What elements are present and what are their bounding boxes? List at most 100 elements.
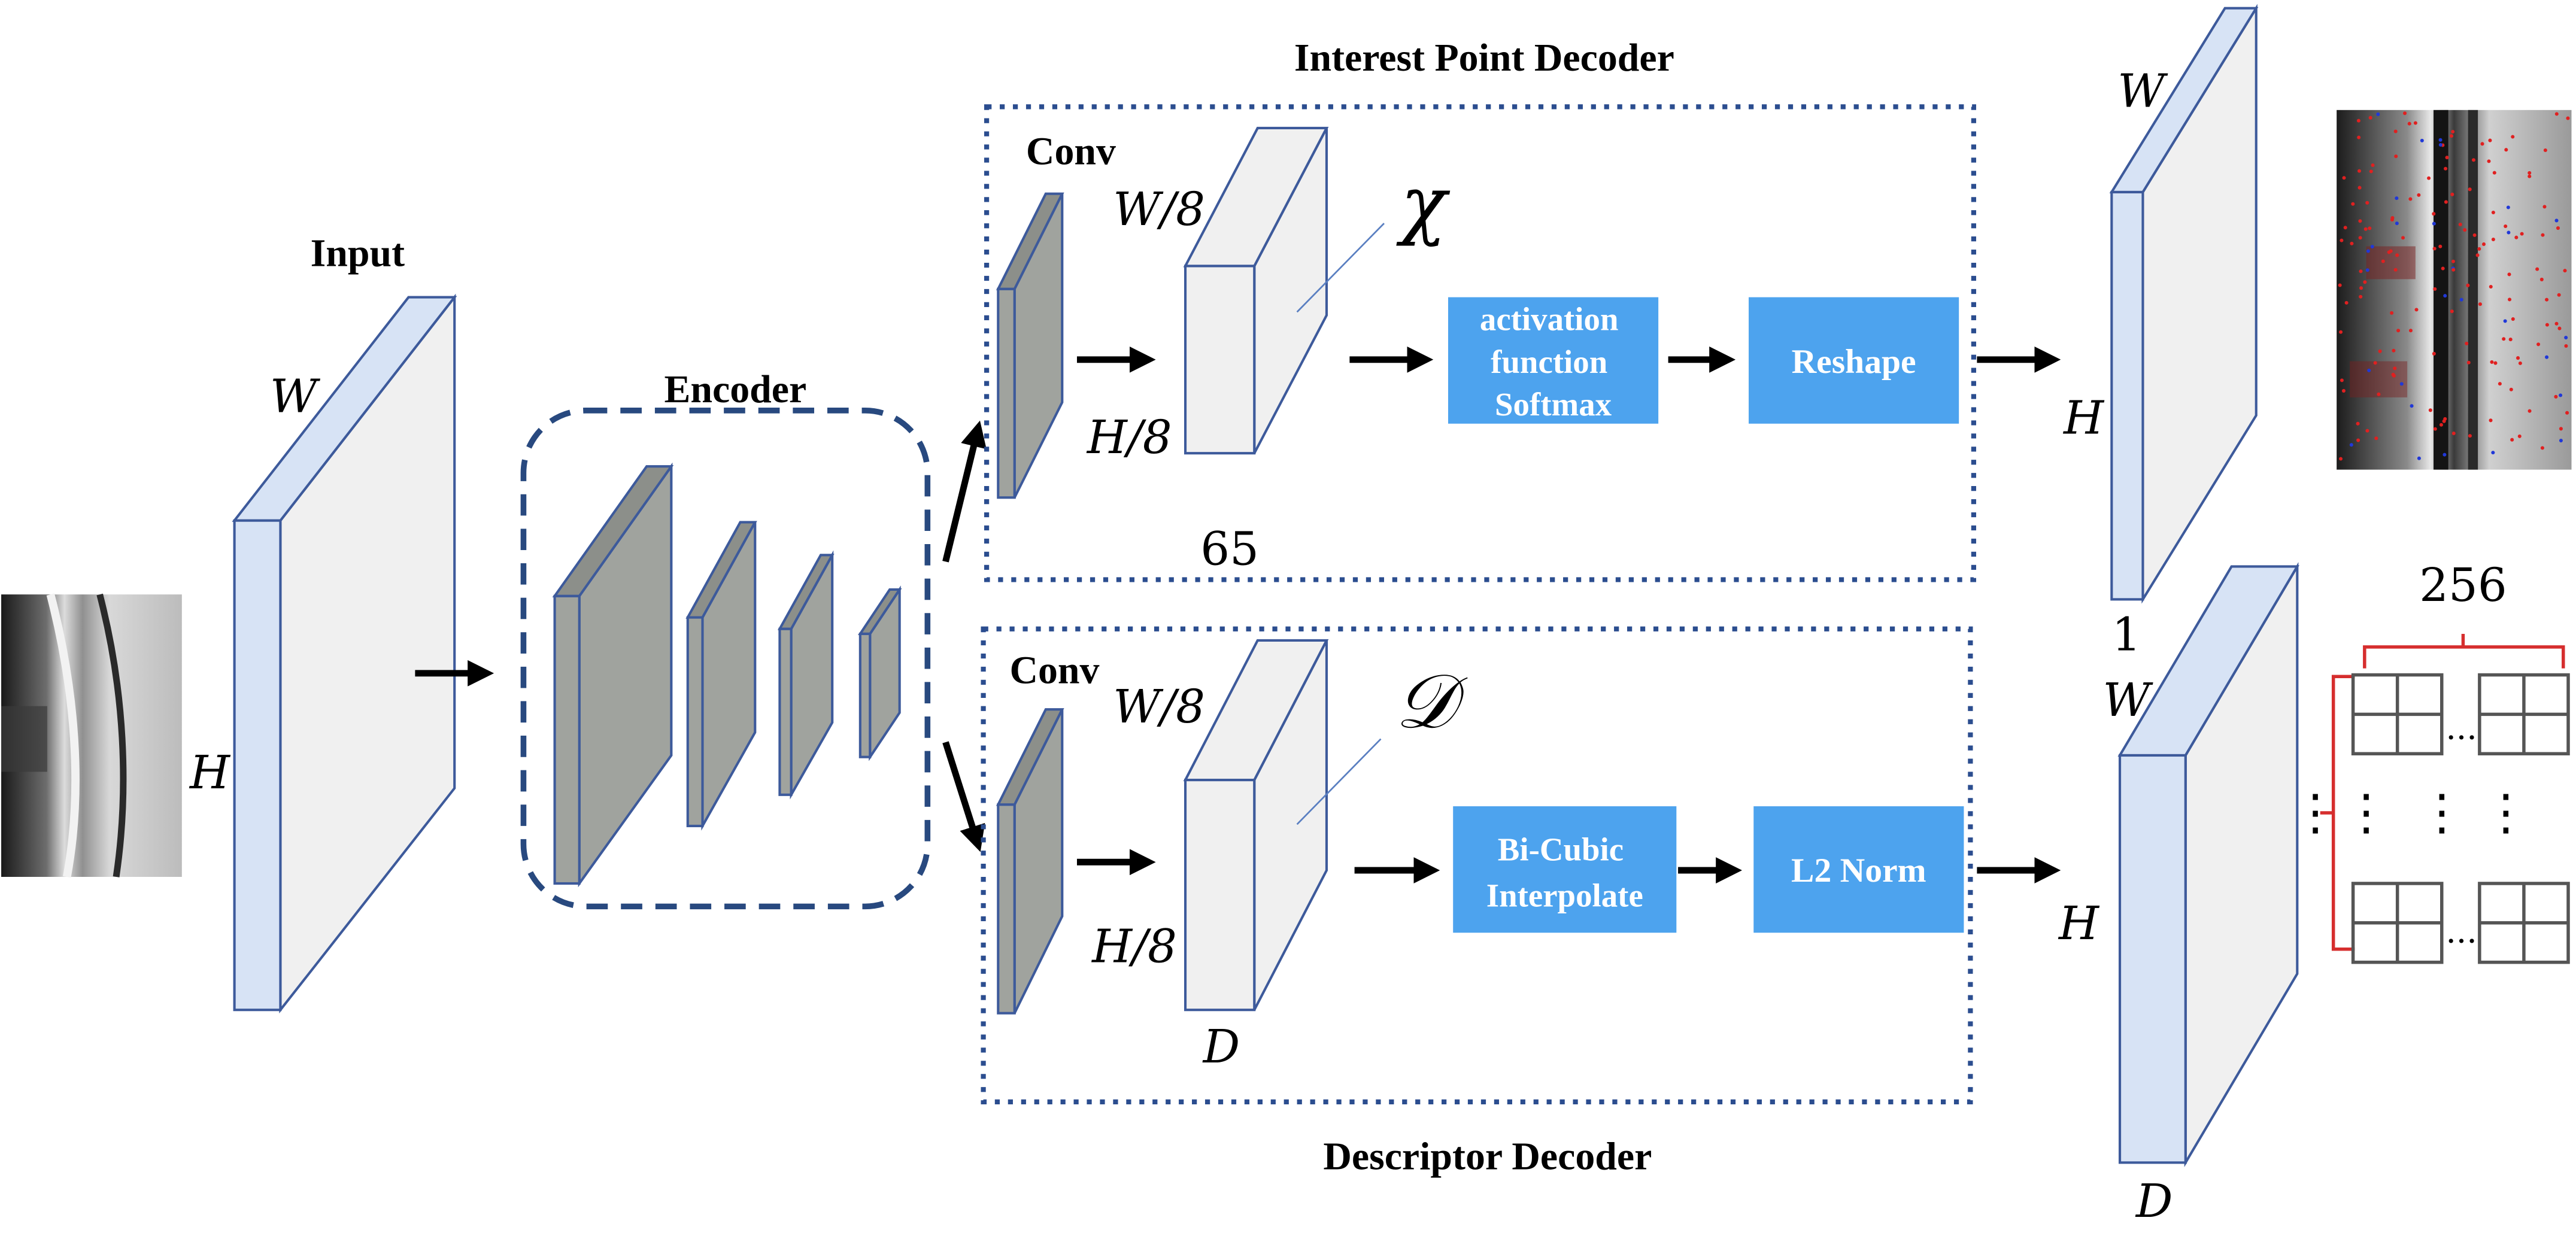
keypoint-dot: [2368, 226, 2372, 230]
heatmap-height-label: H: [2062, 391, 2105, 445]
descriptor-decoder-title: Descriptor Decoder: [1323, 1134, 1652, 1178]
keypoint-dot: [2350, 241, 2354, 245]
encoder-box: [520, 408, 931, 910]
keypoint-dot: [2554, 321, 2559, 326]
keypoint-dot: [2392, 348, 2396, 353]
keypoint-dot: [2508, 297, 2512, 302]
keypoint-dot: [2365, 429, 2369, 433]
keypoint-dot: [2343, 226, 2347, 230]
keypoint-dot: [2438, 244, 2443, 248]
keypoint-dot: [2357, 135, 2361, 139]
keypoint-dot: [2563, 269, 2567, 273]
keypoint-dot: [2504, 148, 2508, 152]
encoder-title: Encoder: [664, 368, 806, 411]
keypoint-dot: [2433, 427, 2437, 431]
keypoint-dot: [2480, 142, 2484, 146]
keypoint-dot: [2399, 382, 2404, 386]
interest-conv-layer: [996, 192, 1064, 499]
l2-norm-box: L2 Norm: [1753, 806, 1964, 933]
keypoint-dot: [2365, 201, 2369, 205]
keypoint-dot: [2395, 253, 2399, 257]
keypoint-dot: [2349, 443, 2353, 447]
keypoint-dot: [2450, 309, 2454, 314]
keypoint-dot: [2344, 300, 2349, 305]
keypoint-dot: [2432, 212, 2436, 216]
keypoint-dot: [2408, 329, 2413, 333]
interp-line-1: Bi-Cubic: [1498, 831, 1624, 868]
descriptor-tensor-box: [1183, 639, 1329, 1012]
descriptor-output-slab: [2117, 561, 2299, 1167]
keypoint-dot: [2358, 236, 2362, 240]
keypoint-dot: [2564, 336, 2568, 340]
keypoint-dot: [2506, 205, 2510, 209]
keypoint-dot: [2466, 360, 2471, 365]
keypoint-dot: [2374, 436, 2378, 441]
input-width-label: W: [270, 371, 321, 424]
keypoint-dot: [2341, 388, 2346, 393]
keypoint-dot: [2356, 119, 2360, 123]
descriptor-conv-layer: [996, 708, 1064, 1015]
interest-symbol-leader: [1296, 223, 1385, 313]
keypoint-dot: [2363, 227, 2368, 231]
keypoint-dot: [2413, 121, 2417, 125]
keypoint-dot: [2451, 130, 2455, 134]
keypoint-dot: [2441, 266, 2445, 271]
keypoint-dot: [2536, 342, 2541, 347]
keypoint-dot: [2487, 159, 2491, 163]
keypoint-dot: [2351, 202, 2355, 206]
keypoint-dot: [2363, 280, 2367, 284]
keypoint-dot: [2491, 210, 2495, 215]
keypoint-dot: [2463, 228, 2467, 232]
keypoint-dot: [2504, 224, 2508, 229]
keypoint-dot: [2565, 411, 2569, 415]
keypoint-dot: [2428, 408, 2432, 412]
keypoint-dot: [2371, 163, 2375, 168]
keypoint-dot: [2403, 111, 2407, 116]
descriptor-out-depth-label: D: [2135, 1175, 2173, 1228]
keypoint-dot: [2393, 129, 2398, 133]
descriptor-vdots-3: ⋮: [2417, 784, 2466, 841]
keypoint-dot: [2556, 226, 2560, 230]
keypoint-dot: [2520, 232, 2524, 236]
encoder-layer-1: [552, 462, 674, 888]
keypoint-dot: [2368, 116, 2372, 120]
descriptor-h8-label: H/8: [1091, 921, 1177, 974]
keypoint-dot: [2417, 456, 2421, 460]
keypoint-dot: [2542, 205, 2547, 209]
keypoint-dot: [2557, 326, 2562, 330]
keypoint-dot: [2451, 431, 2456, 436]
descriptor-cell-bottom-left: [2351, 882, 2444, 964]
keypoint-dot: [2541, 233, 2545, 237]
input-image: [1, 593, 182, 878]
encoder-layer-3: [777, 550, 835, 800]
keypoint-dot: [2376, 112, 2380, 116]
keypoint-dot: [2543, 148, 2547, 153]
activation-line-3: Softmax: [1495, 386, 1612, 423]
encoder-layer-2: [685, 521, 757, 831]
keypoint-dot: [2465, 341, 2469, 345]
interest-w8-label: W/8: [1113, 183, 1205, 236]
keypoint-dot: [2510, 438, 2514, 442]
keypoint-dot: [2342, 176, 2346, 180]
keypoint-dot: [2417, 193, 2421, 197]
input-title: Input: [311, 231, 405, 275]
keypoint-dot: [2432, 221, 2436, 226]
reshape-box: Reshape: [1749, 297, 1959, 424]
keypoint-dot: [2545, 355, 2549, 359]
encoder-to-interest-arrow: [942, 420, 987, 563]
keypoint-dot: [2517, 434, 2522, 438]
keypoint-dot: [2377, 392, 2381, 396]
keypoint-dot: [2432, 351, 2436, 356]
keypoint-dot: [2516, 356, 2520, 360]
interest-decoder-box: [984, 104, 1976, 582]
keypoint-dot: [2444, 200, 2448, 204]
activation-line-1: activation: [1480, 300, 1619, 337]
keypoint-dot: [2438, 138, 2443, 142]
keypoint-dot: [2488, 138, 2492, 142]
keypoint-dot: [2507, 230, 2511, 235]
activation-softmax-box: activation function Softmax: [1448, 297, 1659, 424]
keypoint-dot: [2390, 311, 2394, 315]
keypoint-dot: [2373, 361, 2377, 365]
keypoint-dot: [2468, 187, 2472, 192]
interest-h8-label: H/8: [1086, 411, 1172, 464]
